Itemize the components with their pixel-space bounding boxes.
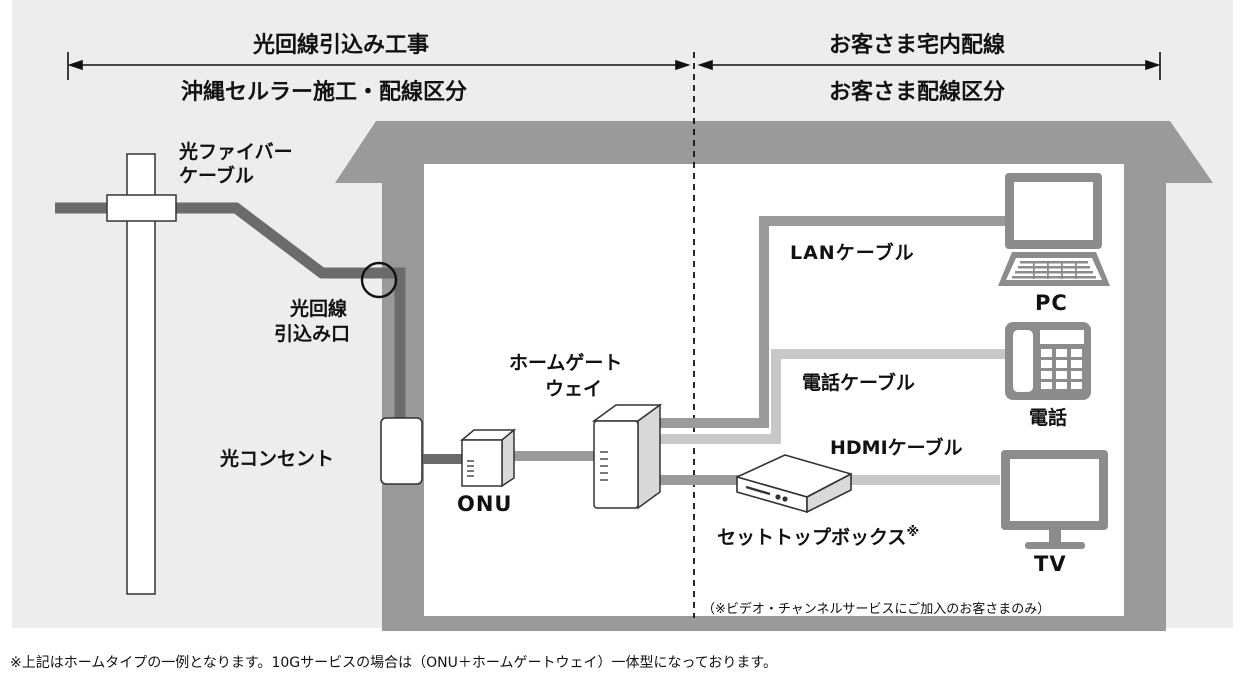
fiber-cable-label-line1: 光ファイバー: [179, 141, 293, 163]
utility-pole: [126, 153, 156, 595]
pc-label: PC: [1035, 291, 1068, 315]
left-header-title: 光回線引込み工事: [253, 33, 430, 58]
right-header-title: お客さま宅内配線: [829, 33, 1006, 58]
phone-cable-label: 電話ケーブル: [802, 372, 915, 394]
outlet-label: 光コンセント: [220, 448, 335, 470]
settop-box-note-mark: ※: [906, 525, 920, 540]
home-gateway-icon: [591, 403, 663, 510]
footnote: ※上記はホームタイプの一例となります。10Gサービスの場合は（ONU＋ホームゲー…: [10, 655, 777, 671]
fiber-entry-circle: [360, 261, 398, 299]
lan-cable-label: LANケーブル: [790, 242, 915, 264]
hdmi-cable-label: HDMIケーブル: [830, 437, 963, 459]
fiber-cable-label-line2: ケーブル: [179, 165, 254, 187]
settop-box-icon: [736, 454, 852, 514]
onu-icon: [459, 428, 517, 488]
right-header-subtitle: お客さま配線区分: [829, 80, 1006, 105]
left-span-arrow: [67, 52, 691, 80]
home-gateway-label-line1: ホームゲート: [509, 352, 623, 374]
tv-label: TV: [1034, 552, 1067, 576]
phone-cable-line: [658, 349, 1005, 444]
entry-point-label-line1: 光回線: [290, 298, 348, 320]
pole-clamp: [106, 194, 177, 222]
right-span-arrow: [697, 52, 1161, 80]
optical-outlet-icon: [380, 417, 423, 485]
pc-icon: [998, 173, 1110, 286]
tv-icon: [1001, 450, 1108, 549]
fiber-cable: [55, 202, 406, 428]
left-header-subtitle: 沖縄セルラー施工・配線区分: [181, 80, 468, 105]
video-service-note: （※ビデオ・チャンネルサービスにご加入のお客さまのみ）: [702, 602, 1051, 617]
phone-label: 電話: [1029, 407, 1068, 429]
home-gateway-label-line2: ウェイ: [545, 378, 603, 400]
phone-icon: [1005, 322, 1091, 400]
lan-cable: [658, 216, 1005, 428]
onu-label: ONU: [457, 492, 513, 516]
entry-point-label-line2: 引込み口: [274, 323, 351, 345]
settop-box-label: セットトップボックス※: [717, 525, 920, 549]
